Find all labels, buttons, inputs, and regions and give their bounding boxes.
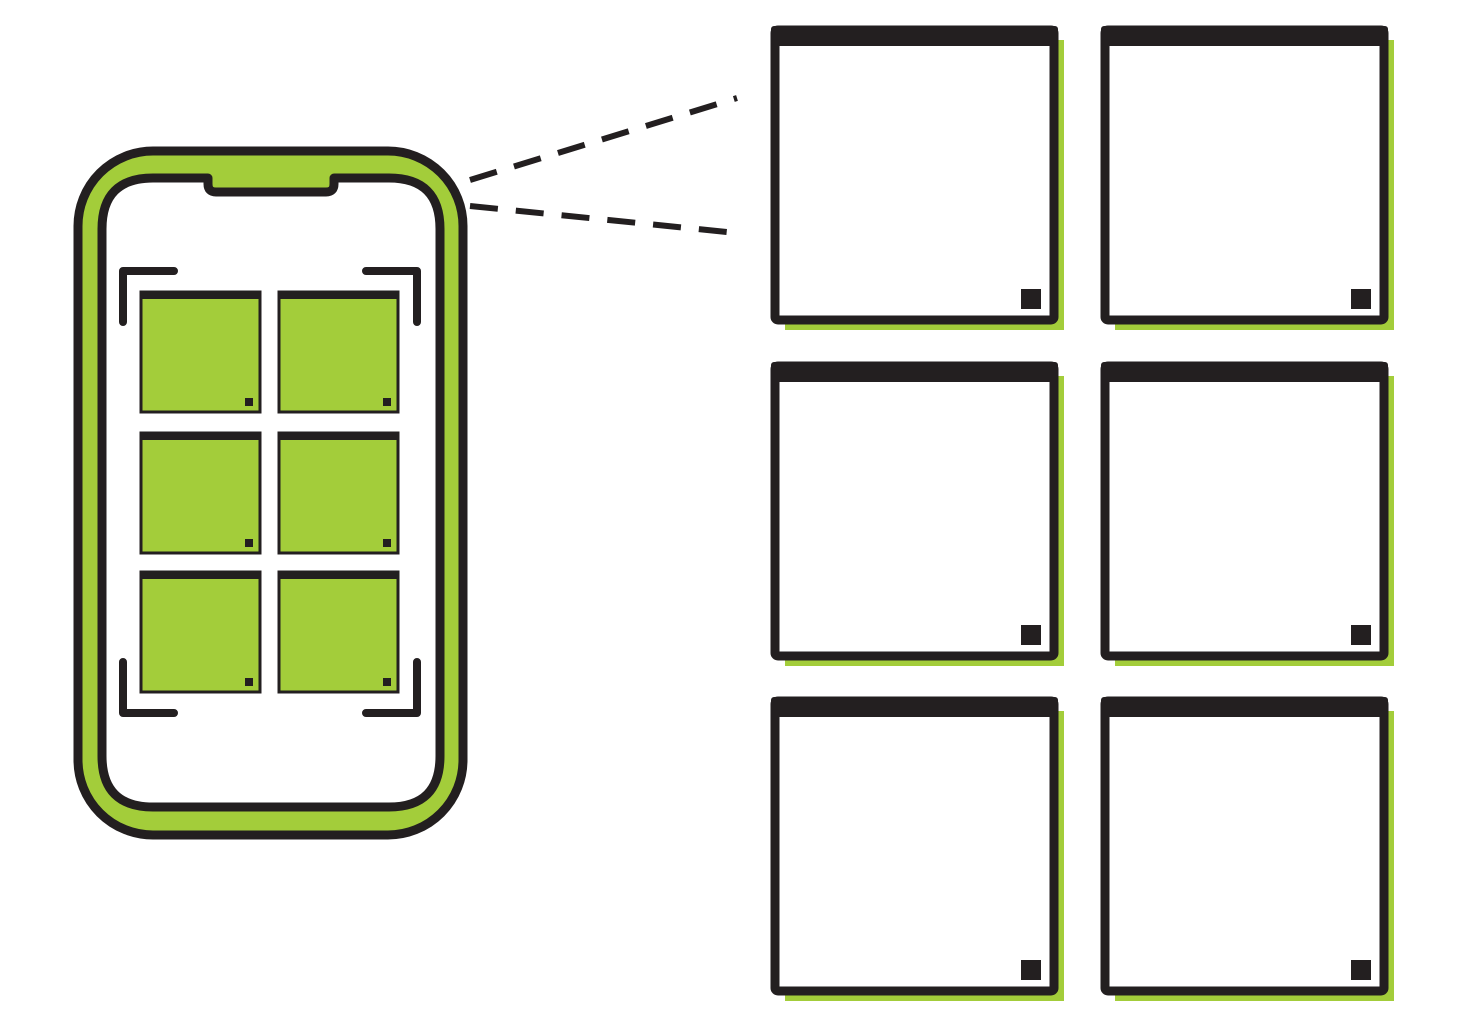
square-marker-icon xyxy=(1021,960,1041,980)
phone-sheet-body xyxy=(277,290,400,414)
phone-sheet-header xyxy=(141,433,260,440)
phone-sheet-body xyxy=(277,570,400,694)
sheet-header-bar xyxy=(771,362,1058,382)
phone-sheet-body xyxy=(139,290,262,414)
document-sheet-icon xyxy=(1100,696,1394,1001)
sheet-header-bar xyxy=(1101,362,1388,382)
scan-corner-top-left xyxy=(119,267,178,326)
phone-sheet-header xyxy=(279,572,398,579)
square-marker-icon xyxy=(245,539,253,547)
square-marker-icon xyxy=(1351,289,1371,309)
phone-sheet xyxy=(139,290,262,414)
phone-sheet-body xyxy=(139,570,262,694)
square-marker-icon xyxy=(383,539,391,547)
phone-sheet xyxy=(277,431,400,555)
dashed-line-upper xyxy=(469,95,738,183)
sheet-body xyxy=(1100,696,1389,996)
square-marker-icon xyxy=(383,678,391,686)
phone-sheet-body xyxy=(277,431,400,555)
document-sheet-icon xyxy=(770,25,1064,330)
square-marker-icon xyxy=(1021,289,1041,309)
phone-sheet xyxy=(139,431,262,555)
sheet-header-bar xyxy=(1101,26,1388,46)
dashed-line-lower xyxy=(469,203,738,236)
sheet-header-bar xyxy=(771,26,1058,46)
phone-sheet-grid xyxy=(139,290,400,694)
document-sheet-icon xyxy=(1100,361,1394,666)
scan-corner-top-right xyxy=(362,267,421,326)
smartphone-icon xyxy=(73,146,468,840)
phone-sheet-header xyxy=(279,292,398,299)
sheet-body xyxy=(1100,25,1389,325)
phone-sheet xyxy=(277,570,400,694)
sheet-body xyxy=(770,25,1059,325)
phone-sheet xyxy=(277,290,400,414)
document-sheet-icon xyxy=(1100,25,1394,330)
square-marker-icon xyxy=(245,398,253,406)
scan-corner-bottom-left xyxy=(119,658,178,717)
phone-sheet-header xyxy=(279,433,398,440)
sheet-body xyxy=(1100,361,1389,661)
square-marker-icon xyxy=(1351,960,1371,980)
scan-corner-bottom-right xyxy=(362,658,421,717)
sheet-header-bar xyxy=(1101,697,1388,717)
square-marker-icon xyxy=(383,398,391,406)
phone-sheet-header xyxy=(141,572,260,579)
document-sheet-icon xyxy=(770,696,1064,1001)
document-sheet-icon xyxy=(770,361,1064,666)
square-marker-icon xyxy=(245,678,253,686)
square-marker-icon xyxy=(1351,625,1371,645)
document-sheet-grid xyxy=(770,25,1394,1001)
phone-sheet-header xyxy=(141,292,260,299)
dashed-projection-lines xyxy=(469,95,738,236)
sheet-header-bar xyxy=(771,697,1058,717)
phone-sheet xyxy=(139,570,262,694)
square-marker-icon xyxy=(1021,625,1041,645)
phone-sheet-body xyxy=(139,431,262,555)
sheet-body xyxy=(770,361,1059,661)
scan-frame-icon xyxy=(119,267,421,717)
sheet-body xyxy=(770,696,1059,996)
